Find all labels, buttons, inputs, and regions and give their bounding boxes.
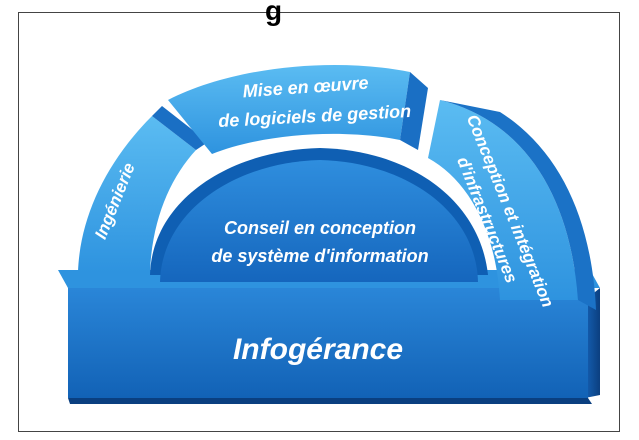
segment-ingenierie [78, 116, 196, 272]
label-infogerance: Infogérance [233, 333, 403, 366]
title-fragment: g [265, 0, 282, 26]
base-right-side [585, 288, 600, 398]
segment-conception-infra [428, 100, 578, 300]
segment-ingenierie-edge [152, 106, 208, 150]
dome-conseil [160, 160, 478, 282]
base-bottom-shadow [68, 398, 592, 404]
label-conseil-line2: de système d'information [211, 246, 428, 266]
label-conseil: Conseil en conception de système d'infor… [211, 218, 428, 266]
label-conseil-line1: Conseil en conception [224, 218, 416, 238]
base-front-face [68, 288, 588, 398]
segment-mise-en-oeuvre [168, 64, 410, 154]
segment-conception-infra-side [440, 100, 596, 310]
segment-mise-en-oeuvre-edge [400, 72, 428, 150]
